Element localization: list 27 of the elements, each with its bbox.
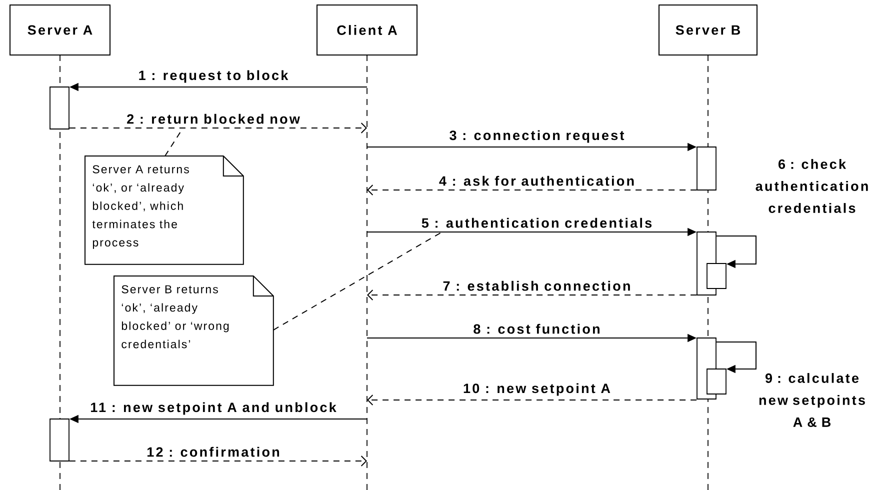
- edge-label: 5 : authentication credentials: [422, 218, 652, 228]
- note: Server B returns ‘ok’, ‘already blocked’ or ‘wrong credentials’: [114, 276, 274, 386]
- activation-bar: [706, 263, 726, 289]
- edge-label: 8 : cost function: [474, 324, 600, 334]
- activation-bar: [696, 146, 716, 190]
- reply-arrow: [367, 394, 698, 406]
- self-message-arrow: [716, 236, 756, 268]
- edge-label: 7 : establish connection: [443, 280, 630, 291]
- edge-label: 6 : check authentication credentials: [756, 159, 868, 213]
- edge-label: 3 : connection request: [450, 130, 624, 143]
- self-message-arrow: [716, 342, 756, 374]
- reply-arrow: [367, 184, 698, 196]
- activation-bar: [706, 368, 726, 394]
- edge-label: 10 : new setpoint A: [464, 383, 610, 396]
- leader-line: [164, 128, 184, 156]
- activation-bar: [50, 418, 70, 462]
- activation-bar: [50, 86, 70, 130]
- edge-label: 4 : ask for authentication: [439, 176, 634, 186]
- edge-label: 1 : request to block: [139, 70, 288, 83]
- edge-label: 12 : confirmation: [147, 446, 280, 457]
- reply-arrow: [367, 290, 698, 300]
- edge-label: 9 : calculate new setpoints A & B: [759, 373, 865, 427]
- edge-label: 2 : return blocked now: [127, 114, 300, 124]
- reply-arrow: [68, 456, 367, 466]
- reply-arrow: [68, 122, 367, 134]
- leader-line: [272, 232, 442, 330]
- note: Server A returns ‘ok’, or ‘already blocked’, which terminates the process: [84, 156, 244, 265]
